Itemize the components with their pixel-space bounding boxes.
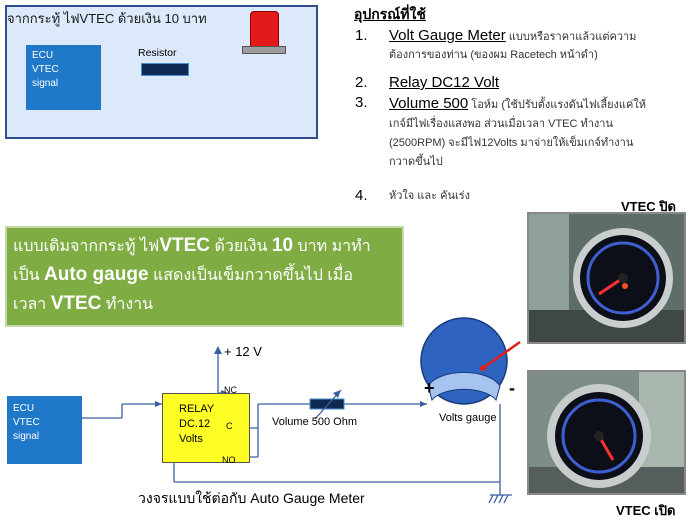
item-desc: กวาดขึ้นไป	[389, 156, 443, 168]
circuit-ecu-line: signal	[13, 431, 40, 442]
description-line-1: แบบเดิมจากกระทู้ ไฟVTEC ด้วยเงิน 10 บาท …	[13, 232, 402, 261]
relay-line: RELAY	[179, 403, 215, 415]
text-run: Auto gauge	[44, 264, 149, 285]
text-run: บาท มาทำ	[293, 238, 371, 255]
item-desc: เกจ์มีไฟเรื่องแสงพอ ส่วนเมื่อเวลา VTEC ท…	[389, 118, 613, 130]
text-run: VTEC	[50, 293, 102, 314]
inset-resistor	[141, 63, 189, 76]
item-number: 2.	[355, 74, 368, 91]
inset-resistor-label: Resistor	[138, 47, 177, 59]
text-run: แบบเดิมจากกระทู้ ไฟ	[13, 238, 160, 255]
inset-title: จากกระทู้ ไฟVTEC ด้วยเงิน 10 บาท	[7, 11, 207, 26]
warning-lamp-icon	[250, 11, 279, 48]
item-desc: แบบหรือราคาแล้วแต่ความ	[505, 31, 637, 43]
text-run: VTEC	[159, 235, 211, 256]
description-line-3: เวลา VTEC ทำงาน	[13, 290, 402, 319]
equipment-title: อุปกรณ์ที่ใช้	[354, 6, 426, 22]
item-main: Volume 500	[389, 95, 469, 112]
lamp-base	[242, 46, 286, 54]
relay-line: DC.12	[179, 418, 211, 430]
inset-ecu-line: ECU	[32, 50, 54, 61]
equipment-item-1: 1. Volt Gauge Meter แบบหรือราคาแล้วแต่คว…	[355, 27, 685, 64]
inset-ecu-line: signal	[32, 78, 59, 89]
relay-pin-c: C	[226, 421, 233, 431]
equipment-item-4: 4. หัวใจ และ คันเร่ง	[355, 187, 685, 205]
item-desc: หัวใจ และ คันเร่ง	[389, 190, 471, 202]
item-number: 3.	[355, 94, 368, 111]
text-run: แสดงเป็นเข็มกวาดขึ้นไป เมื่อ	[148, 267, 353, 284]
item-desc: (2500RPM) จะมีไฟ12Volts มาจ่ายให้เข็มเกจ…	[389, 137, 634, 149]
text-run: ทำงาน	[101, 296, 154, 313]
text-run: 10	[271, 235, 294, 256]
relay-pin-no: NO	[222, 455, 236, 465]
relay-pin-nc: NC	[224, 385, 237, 395]
item-number: 1.	[355, 27, 368, 44]
gauge-photo-vtec-on	[527, 370, 686, 495]
supply-12v-label: + 12 V	[224, 344, 262, 359]
item-number: 4.	[355, 187, 368, 204]
volts-gauge-label: Volts gauge	[439, 412, 497, 424]
description-box: แบบเดิมจากกระทู้ ไฟVTEC ด้วยเงิน 10 บาท …	[5, 226, 404, 327]
gauge-plus-terminal: +	[424, 378, 435, 398]
text-run: เป็น	[13, 267, 45, 284]
circuit-ecu-line: VTEC	[13, 417, 40, 428]
item-main: Relay DC12 Volt	[389, 74, 500, 91]
vtec-on-label: VTEC เปิด	[616, 503, 676, 518]
description-line-2: เป็น Auto gauge แสดงเป็นเข็มกวาดขึ้นไป เ…	[13, 261, 402, 290]
circuit-ecu-line: ECU	[13, 403, 35, 414]
inset-ecu-line: VTEC	[32, 64, 59, 75]
text-run: เวลา	[13, 296, 51, 313]
relay-line: Volts	[179, 433, 203, 445]
gauge-on-photo-icon	[529, 372, 684, 493]
text-run: ด้วยเงิน	[210, 238, 272, 255]
gauge-minus-terminal: -	[509, 378, 515, 398]
volume-label: Volume 500 Ohm	[272, 416, 357, 428]
circuit-caption: วงจรแบบใช้ต่อกับ Auto Gauge Meter	[138, 490, 365, 506]
relay-box: RELAY DC.12 Volts	[162, 393, 250, 463]
equipment-item-3: 3. Volume 500 โอห์ม (ใช้ปรับตั้งแรงดันไฟ…	[355, 94, 689, 172]
equipment-item-2: 2. Relay DC12 Volt	[355, 74, 685, 93]
circuit-ecu-box: ECU VTEC signal	[7, 396, 82, 464]
inset-ecu-box: ECU VTEC signal	[26, 45, 101, 110]
gauge-photo-vtec-off	[527, 212, 686, 344]
vtec-off-label: VTEC ปิด	[621, 199, 676, 214]
item-desc: ต้องการของท่าน (ของผม Racetech หน้าดำ)	[389, 49, 598, 61]
item-desc: โอห์ม (ใช้ปรับตั้งแรงดันไฟเลี้ยงแค่ให้	[468, 99, 646, 111]
item-main: Volt Gauge Meter	[389, 27, 506, 44]
gauge-off-photo-icon	[529, 214, 684, 342]
